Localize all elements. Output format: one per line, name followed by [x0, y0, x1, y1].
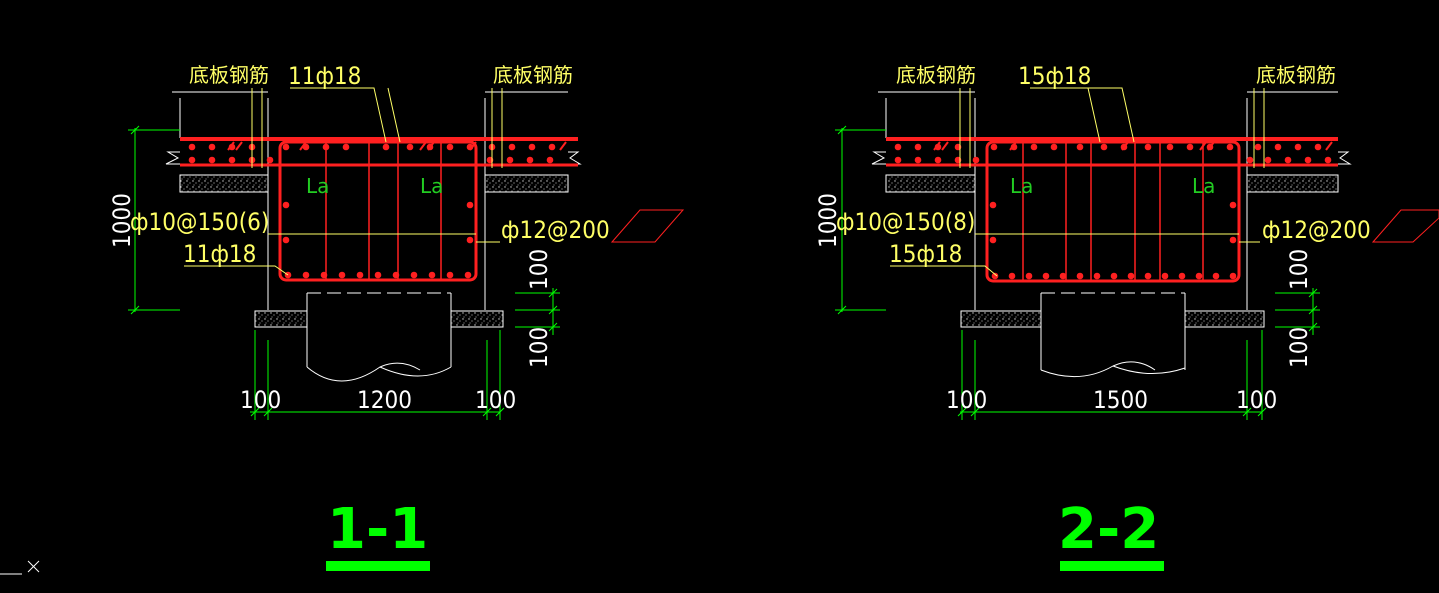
anchor-label-right: La — [1192, 174, 1215, 198]
top-bars-label: 11ф18 — [288, 62, 361, 90]
section-title: 1-1 — [327, 497, 428, 562]
anchor-label-left: La — [306, 174, 329, 198]
slab-rebar-label-right: 底板钢筋 — [493, 63, 573, 87]
pile-pad-right — [1184, 310, 1265, 328]
bottom-dim-mid: 1500 — [1093, 386, 1148, 414]
leader-lines — [890, 87, 1265, 277]
rebar-cage — [180, 137, 578, 282]
bottom-dim-right: 100 — [1236, 386, 1277, 414]
right-dim-label-2: 100 — [525, 327, 553, 368]
bottom-dim-left: 100 — [946, 386, 987, 414]
slab-structure — [165, 91, 582, 310]
slab-rebar-label-left: 底板钢筋 — [189, 63, 269, 87]
dimension-lines — [128, 125, 685, 420]
height-dim-label: 1000 — [108, 193, 136, 248]
side-bars-label: ф12@200 — [501, 216, 610, 244]
pile-pad-left — [960, 310, 1042, 328]
cushion-left — [179, 174, 269, 193]
title-underline — [1060, 561, 1164, 571]
bottom-bars-label: 15ф18 — [889, 240, 962, 268]
hook-ticks — [227, 141, 567, 151]
cushion-right — [1246, 174, 1339, 193]
hook-ticks — [933, 141, 1333, 151]
pile — [306, 292, 452, 382]
cushion-left — [885, 174, 976, 193]
bottom-dim-left: 100 — [240, 386, 281, 414]
rebar-cage — [886, 137, 1338, 283]
ucs-cross-icon — [0, 560, 40, 575]
title-underline — [326, 561, 430, 571]
dimension-lines — [835, 125, 1439, 420]
right-dim-label-2: 100 — [1285, 327, 1313, 368]
rebar-dots — [894, 143, 1332, 280]
slab-rebar-label-left: 底板钢筋 — [896, 63, 976, 87]
top-bars-label: 15ф18 — [1018, 62, 1091, 90]
section-2-2: 底板钢筋 底板钢筋 15ф18 ф10@150(8) 15ф18 ф12@200… — [814, 62, 1439, 571]
section-title: 2-2 — [1058, 497, 1159, 562]
section-1-1: 底板钢筋 底板钢筋 11ф18 ф10@150(6) 11ф18 ф12@200… — [108, 62, 685, 571]
stirrup-label: ф10@150(8) — [836, 208, 975, 236]
pile-pad-right — [450, 310, 504, 328]
stirrup-label: ф10@150(6) — [130, 208, 269, 236]
anchor-label-left: La — [1010, 174, 1033, 198]
bottom-dim-right: 100 — [475, 386, 516, 414]
pile-pad-left — [254, 310, 308, 328]
right-dim-label-1: 100 — [1285, 249, 1313, 290]
pile — [1040, 292, 1186, 378]
side-bars-label: ф12@200 — [1262, 216, 1371, 244]
right-dim-label-1: 100 — [525, 249, 553, 290]
bottom-bars-label: 11ф18 — [183, 240, 256, 268]
leader-lines — [184, 87, 503, 276]
slab-rebar-label-right: 底板钢筋 — [1256, 63, 1336, 87]
bottom-dim-mid: 1200 — [357, 386, 412, 414]
height-dim-label: 1000 — [814, 193, 842, 248]
cushion-right — [484, 174, 569, 193]
anchor-label-right: La — [420, 174, 443, 198]
